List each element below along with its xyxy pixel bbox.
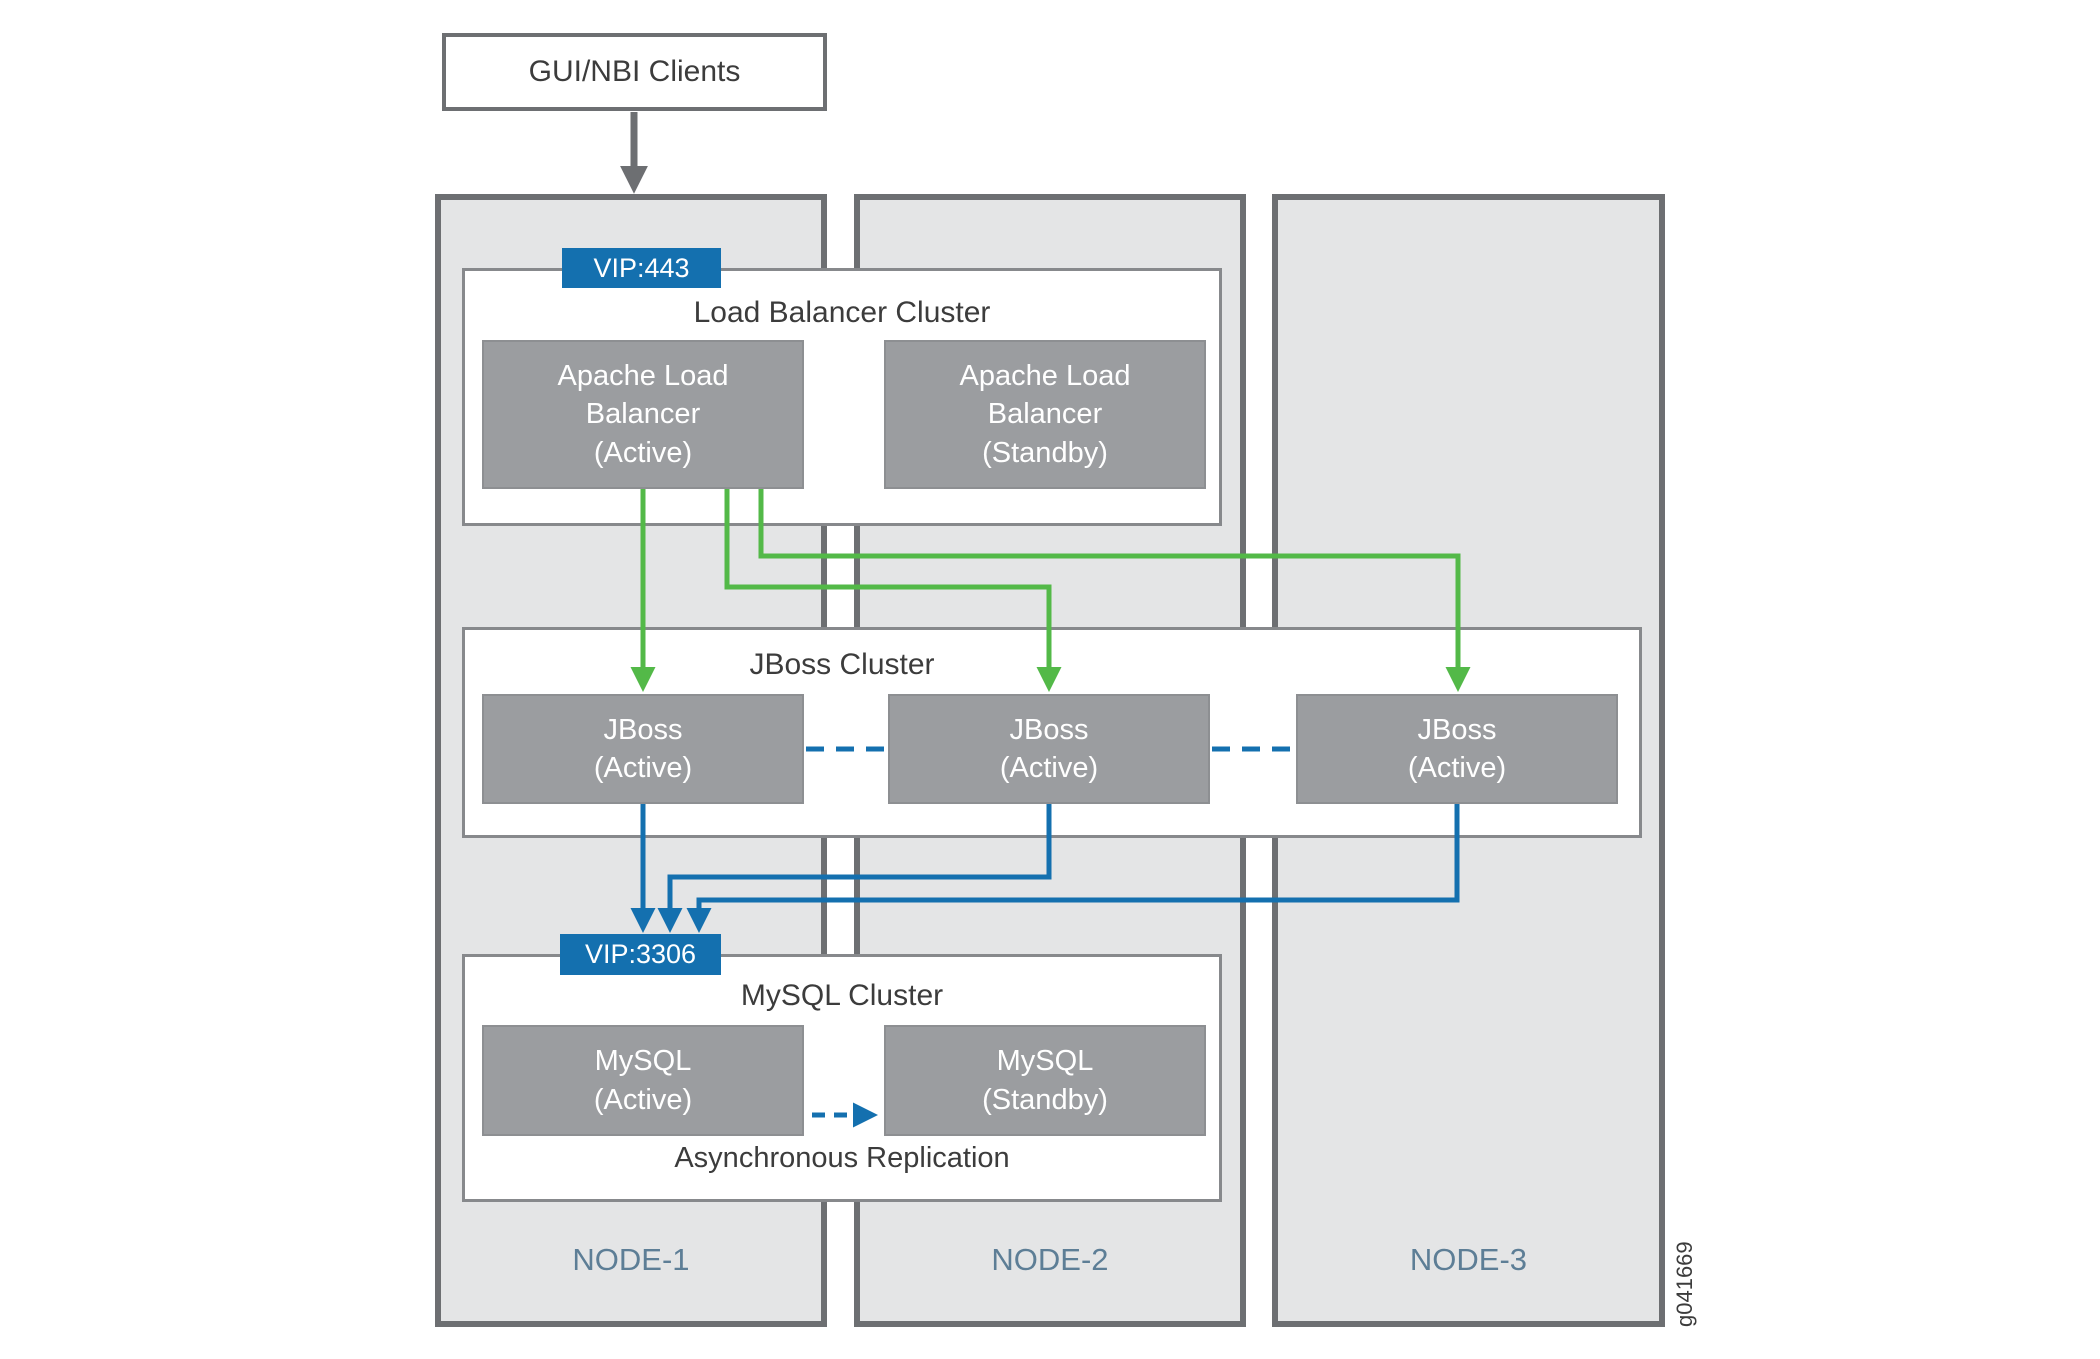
apache-lb-active-box: Apache Load Balancer (Active): [482, 340, 804, 489]
vip-443-badge: VIP:443: [562, 248, 721, 288]
jboss-node3-box: JBoss (Active): [1296, 694, 1618, 804]
apache-lb-standby-box: Apache Load Balancer (Standby): [884, 340, 1206, 489]
gui-nbi-clients-label: GUI/NBI Clients: [528, 55, 741, 88]
mysql-cluster-title: MySQL Cluster: [740, 979, 944, 1012]
load-balancer-cluster-title: Load Balancer Cluster: [693, 296, 991, 329]
mysql-standby-box: MySQL (Standby): [884, 1025, 1206, 1136]
node-3-label: NODE-3: [1409, 1242, 1528, 1277]
mysql-active-box: MySQL (Active): [482, 1025, 804, 1136]
node-1-label: NODE-1: [572, 1242, 690, 1277]
jboss-cluster-title: JBoss Cluster: [749, 648, 935, 681]
jboss-node1-box: JBoss (Active): [482, 694, 804, 804]
gui-nbi-clients-box: GUI/NBI Clients: [442, 33, 827, 111]
jboss-node2-box: JBoss (Active): [888, 694, 1210, 804]
node-2-label: NODE-2: [991, 1242, 1109, 1277]
figure-id-label: g041669: [1672, 1241, 1697, 1327]
vip-3306-badge: VIP:3306: [560, 934, 721, 975]
async-replication-label: Asynchronous Replication: [674, 1142, 1010, 1174]
